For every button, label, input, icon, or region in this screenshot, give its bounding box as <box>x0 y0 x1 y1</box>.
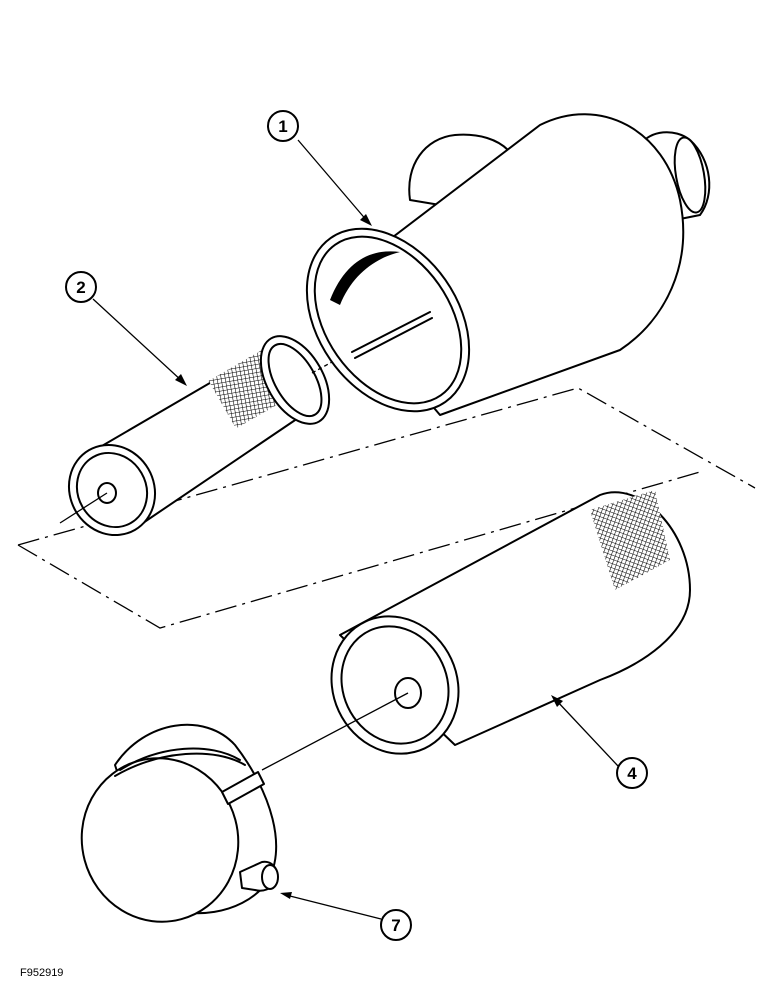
callout-7-label: 7 <box>391 916 400 935</box>
reference-plane <box>17 387 756 629</box>
air-cleaner-housing <box>305 113 711 416</box>
figure-id: F952919 <box>20 967 63 979</box>
callout-2: 2 <box>65 271 97 303</box>
callout-1: 1 <box>267 110 299 142</box>
leader-lines <box>92 139 619 920</box>
inner-safety-element <box>59 335 333 537</box>
callout-4: 4 <box>616 757 648 789</box>
callout-7: 7 <box>380 909 412 941</box>
end-cover <box>80 723 279 923</box>
callout-1-label: 1 <box>278 117 287 136</box>
primary-filter-element <box>261 490 691 771</box>
callout-4-label: 4 <box>627 764 637 783</box>
callout-2-label: 2 <box>76 278 85 297</box>
